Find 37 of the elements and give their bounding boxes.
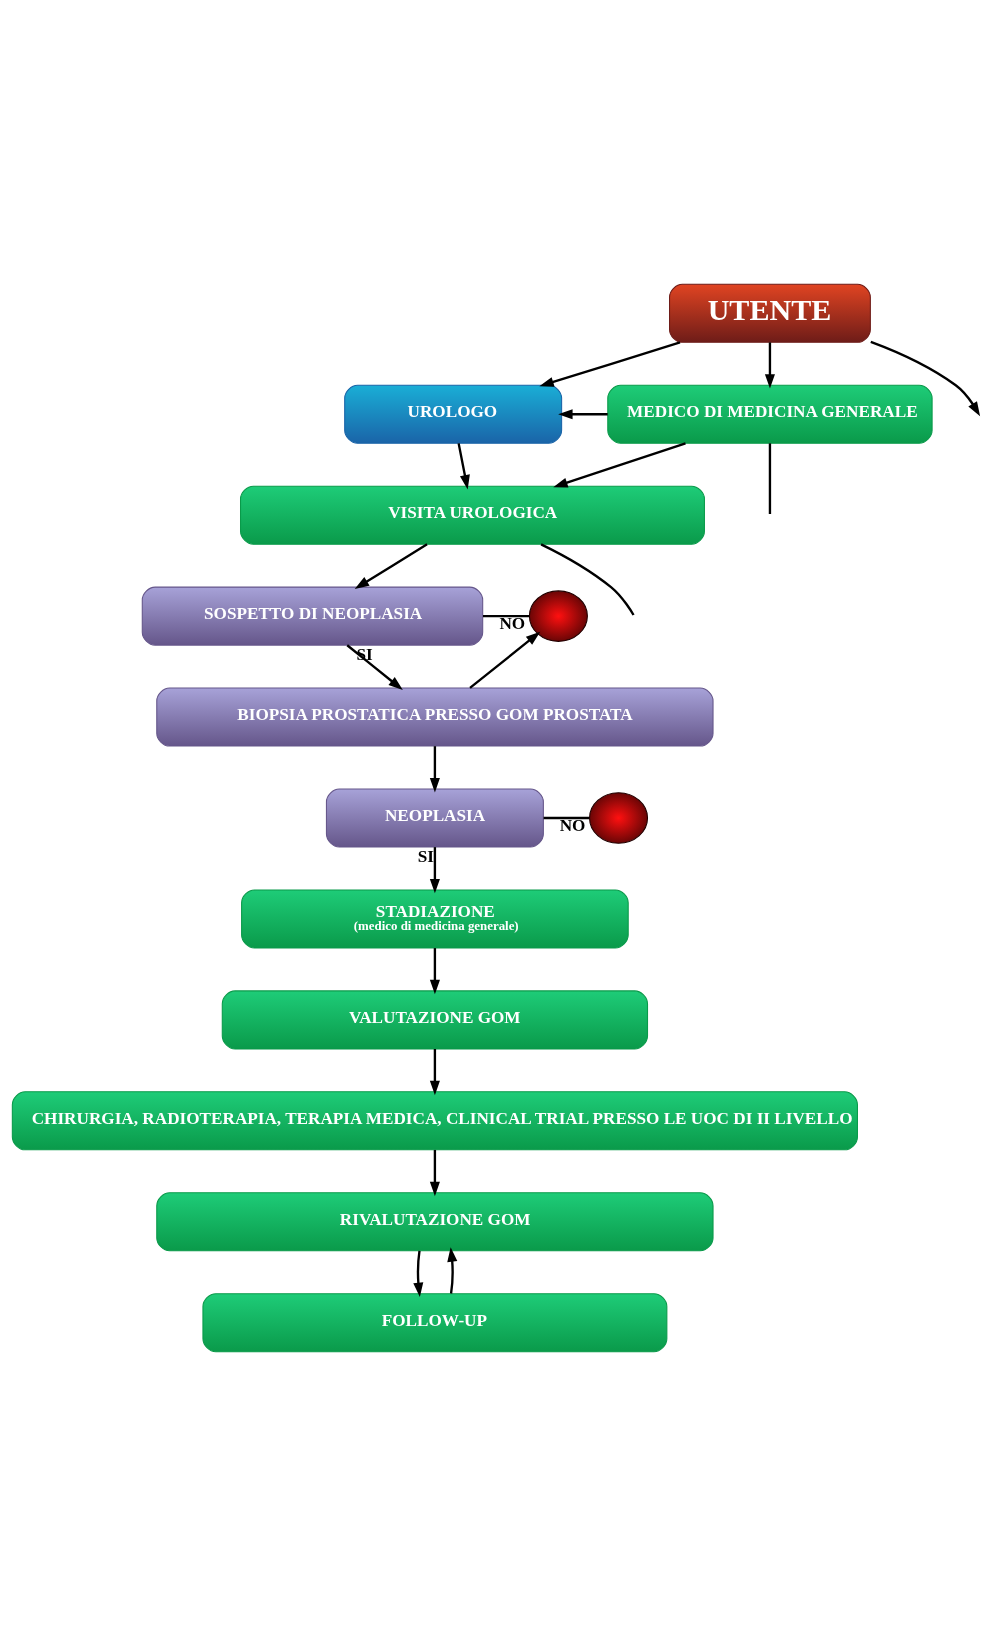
arrow — [346, 643, 403, 690]
node-box: FOLLOW-UP — [202, 1292, 668, 1352]
node-box: CHIRURGIA, RADIOTERAPIA, TERAPIA MEDICA, CLINICAL TRIAL PRESSO LE UOC DI II LIVELLO — [11, 1090, 858, 1150]
node-box: RIVALUTAZIONE GOM — [156, 1191, 714, 1251]
connector — [543, 816, 590, 819]
connector — [768, 442, 772, 514]
node-box: VISITA UROLOGICA — [240, 485, 705, 545]
node-box: SOSPETTO DI NEOPLASIA — [141, 586, 484, 646]
node-box: STADIAZIONE (medico di medicina generale) — [241, 888, 629, 948]
arrow — [539, 340, 681, 387]
arrow — [413, 1250, 424, 1297]
arrow — [429, 947, 440, 994]
arrow — [429, 1048, 440, 1095]
node-circle — [589, 791, 649, 844]
node-box: NEOPLASIA — [325, 787, 544, 848]
edge-label: NO — [499, 613, 526, 633]
node-box: MEDICO DI MEDICINA GENERALE — [607, 384, 933, 444]
arrow — [429, 745, 440, 792]
arrow — [429, 1149, 440, 1196]
edge-label: SI — [417, 846, 434, 866]
node-box: UTENTE — [669, 283, 871, 343]
connector — [540, 542, 635, 616]
arrow — [469, 631, 541, 689]
edge-label: NO — [559, 815, 586, 835]
node-box: UROLOGO — [344, 384, 563, 444]
connector — [483, 614, 530, 617]
arrow — [429, 846, 440, 893]
node-circle — [528, 589, 588, 642]
arrow — [870, 340, 981, 416]
node-box: VALUTAZIONE GOM — [221, 989, 649, 1049]
arrow — [558, 408, 608, 419]
arrow — [354, 542, 428, 589]
arrow — [553, 441, 686, 488]
node-box: BIOPSIA PROSTATICA PRESSO GOM PROSTATA — [156, 687, 714, 747]
arrow — [447, 1246, 458, 1294]
arrow — [764, 341, 775, 389]
arrow — [457, 442, 470, 489]
